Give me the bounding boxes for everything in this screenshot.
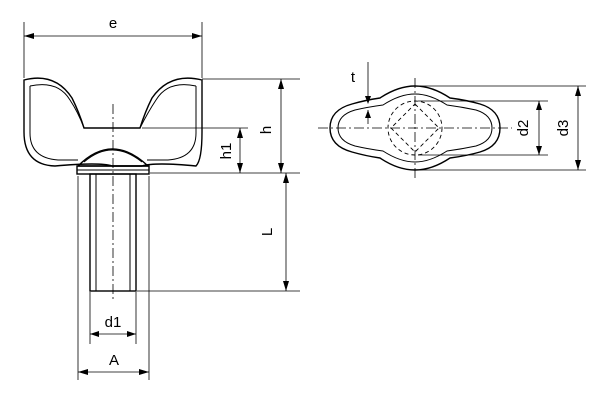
wing-head-outline bbox=[23, 77, 203, 167]
dim-e: e bbox=[23, 15, 203, 78]
dim-h: h bbox=[150, 78, 300, 174]
dim-t: t bbox=[351, 62, 371, 124]
dim-A: A bbox=[77, 176, 150, 380]
dim-d1: d1 bbox=[89, 292, 137, 344]
top-view bbox=[318, 78, 512, 178]
label-t: t bbox=[351, 69, 356, 86]
top-outline-inner bbox=[337, 93, 493, 163]
label-L: L bbox=[259, 228, 276, 236]
label-h1: h1 bbox=[218, 143, 235, 160]
wing-notch-right bbox=[139, 84, 197, 129]
wing-head-inner-wall bbox=[29, 86, 197, 161]
label-h: h bbox=[258, 126, 275, 134]
dim-L: L bbox=[137, 173, 300, 292]
head-dome bbox=[76, 148, 150, 167]
dim-d3: d3 bbox=[418, 85, 586, 171]
dim-d2: d2 bbox=[418, 100, 548, 156]
hidden-square bbox=[390, 103, 440, 153]
front-view bbox=[23, 77, 203, 302]
head-dome-inner bbox=[83, 149, 143, 163]
wing-notch-left bbox=[29, 84, 85, 129]
label-A: A bbox=[109, 352, 119, 369]
label-d3: d3 bbox=[555, 120, 572, 137]
label-e: e bbox=[109, 15, 117, 32]
label-d1: d1 bbox=[105, 314, 122, 331]
dim-h1: h1 bbox=[142, 127, 248, 173]
label-d2: d2 bbox=[515, 120, 532, 137]
